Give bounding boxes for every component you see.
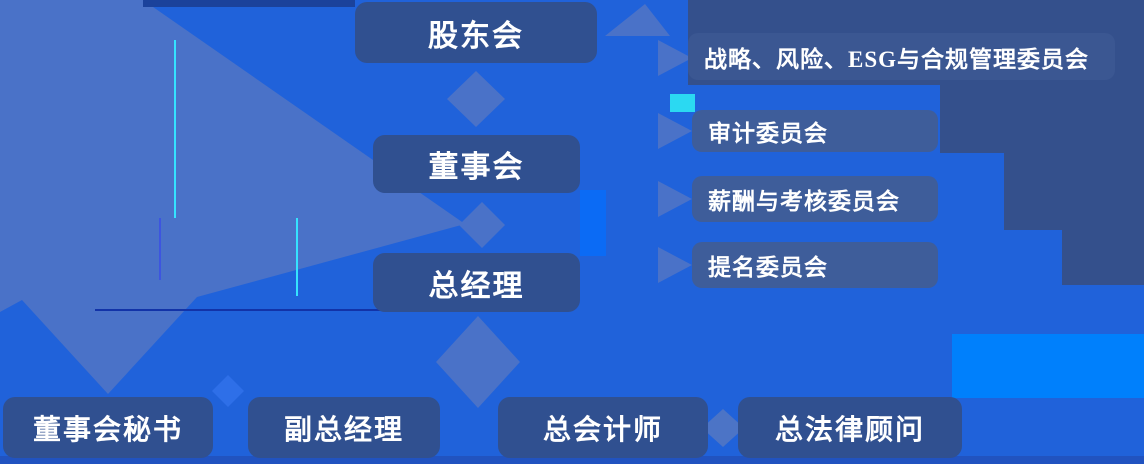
diamond-connector-2 <box>459 202 505 248</box>
diamond-connector-1 <box>447 71 505 127</box>
azure-accent-rect <box>952 334 1144 398</box>
blue-accent-line <box>159 218 161 280</box>
committee-chevron-1 <box>658 40 692 76</box>
azure-accent-band <box>580 190 606 256</box>
diamond-connector-4 <box>702 409 744 447</box>
cyan-accent-square <box>670 94 695 112</box>
navy-accent-line <box>95 309 385 311</box>
diamond-accent-small <box>212 375 244 407</box>
committee-nomination: 提名委员会 <box>692 242 938 288</box>
light-triangle-top <box>605 4 670 36</box>
node-chief-accountant: 总会计师 <box>498 397 708 458</box>
committee-remuneration-assessment: 薪酬与考核委员会 <box>692 176 938 222</box>
committee-chevron-2 <box>658 113 692 149</box>
diamond-connector-3 <box>436 316 520 408</box>
node-board-of-directors: 董事会 <box>373 135 580 193</box>
committee-chevron-4 <box>658 247 692 283</box>
node-general-legal-counsel: 总法律顾问 <box>738 397 962 458</box>
bottom-navy-strip <box>0 456 1144 464</box>
cyan-accent-line-2 <box>296 218 298 296</box>
node-deputy-general-manager: 副总经理 <box>248 397 440 458</box>
committee-chevron-3 <box>658 181 692 217</box>
committee-audit: 审计委员会 <box>692 110 938 152</box>
cyan-accent-line-1 <box>174 40 176 218</box>
node-general-manager: 总经理 <box>373 253 580 312</box>
background-funnel-shape <box>0 0 465 394</box>
node-shareholders-meeting: 股东会 <box>355 2 597 63</box>
committee-strategy-risk-esg-compliance: 战略、风险、ESG与合规管理委员会 <box>688 33 1115 80</box>
top-navy-strip <box>143 0 355 7</box>
node-board-secretary: 董事会秘书 <box>3 397 213 458</box>
